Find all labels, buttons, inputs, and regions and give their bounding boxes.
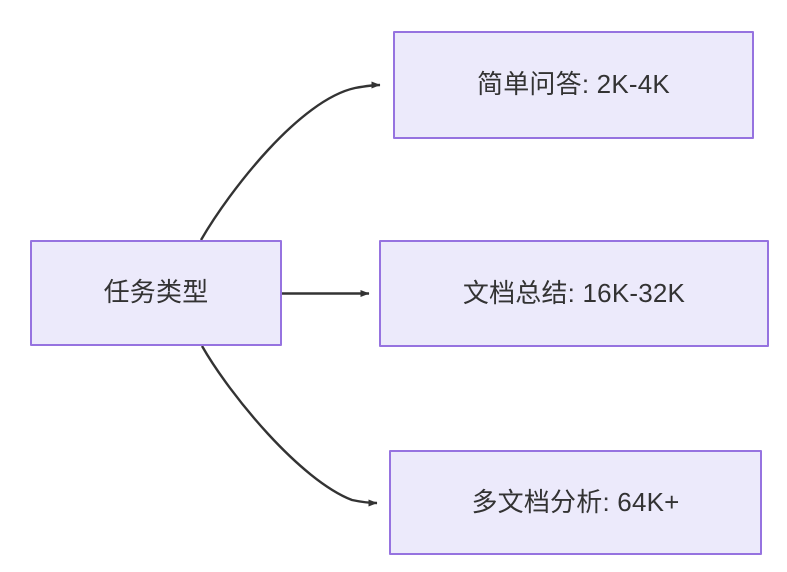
node-task-type-label: 任务类型 bbox=[103, 277, 209, 308]
node-task-type[interactable]: 任务类型 bbox=[30, 240, 282, 346]
node-doc-summary-label: 文档总结: 16K-32K bbox=[462, 277, 686, 308]
node-multi-doc-label: 多文档分析: 64K+ bbox=[471, 486, 680, 517]
edge-source-to-simple-qa bbox=[199, 81, 381, 241]
node-simple-qa-label: 简单问答: 2K-4K bbox=[477, 69, 670, 100]
node-simple-qa[interactable]: 简单问答: 2K-4K bbox=[393, 31, 754, 139]
node-multi-doc[interactable]: 多文档分析: 64K+ bbox=[389, 450, 762, 555]
edge-source-to-multi-doc bbox=[200, 345, 378, 507]
node-doc-summary[interactable]: 文档总结: 16K-32K bbox=[379, 240, 769, 347]
